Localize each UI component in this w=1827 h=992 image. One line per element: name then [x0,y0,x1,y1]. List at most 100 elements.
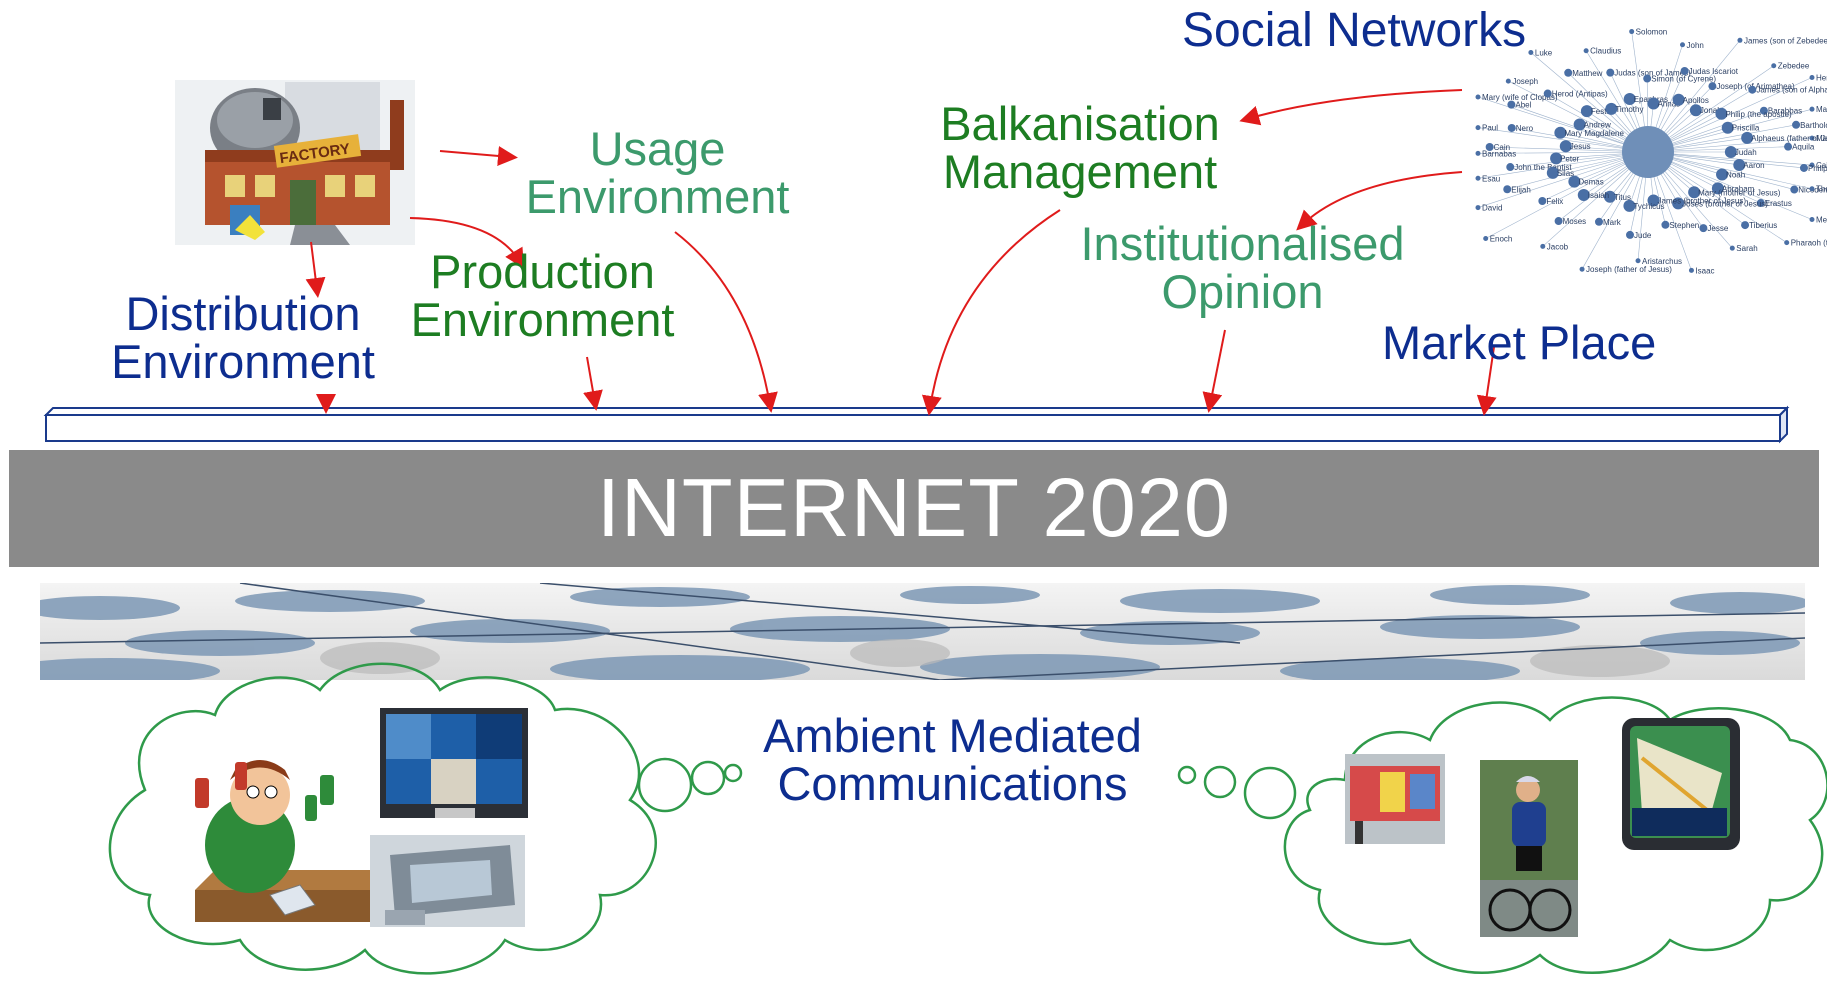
graph-node [1688,267,1694,273]
arrow-institutional [1202,329,1226,413]
ambient-line-2: Communications [777,756,1128,810]
graph-node [1528,49,1534,55]
graph-node-label: Mark [1603,218,1622,227]
graph-node [1792,120,1801,129]
graph-node-label: Jesus [1570,142,1591,151]
graph-node-label: Zebedee [1778,62,1810,71]
graph-node [1564,68,1573,77]
graph-node [1809,74,1815,80]
graph-node-label: Abraham [1722,184,1755,193]
graph-node-label: Bartholomew [1800,121,1827,130]
graph-node-label: Philip (the evangelist) [1808,164,1827,173]
graph-node [1809,106,1815,112]
graph-node [1643,74,1652,83]
graph-edge [1647,151,1813,190]
graph-edge [1477,151,1649,179]
label-balkanisation-management: Balkanisation Management [915,100,1245,196]
graph-node-label: Priscilla [1732,124,1760,133]
graph-node-label: Titus [1614,193,1631,202]
graph-node-label: John [1687,41,1704,50]
graph-node-label: Festus [1591,107,1615,116]
arrow-production-bottom [583,356,603,411]
graph-node [1623,92,1636,105]
internet-2020-banner: INTERNET 2020 [9,450,1819,567]
graph-edge [1477,151,1649,154]
graph-node-label: Joseph (father of Jesus) [1586,265,1672,274]
graph-node [1672,93,1685,106]
graph-node-label: Herod (Antipas) [1552,90,1608,99]
graph-node [1733,158,1746,171]
graph-edge [1477,127,1649,153]
graph-node-label: Herodias [1816,73,1827,82]
graph-node [1661,220,1670,229]
graph-edge [1485,151,1649,239]
graph-node-label: Isaac [1695,266,1714,275]
graph-node [1603,190,1616,203]
graph-node-label: Judah [1735,148,1757,157]
graph-node [1550,152,1563,165]
graph-node-label: Martha [1816,105,1827,114]
arrow-market [1476,346,1497,416]
graph-edge [1647,151,1787,243]
graph-node [1505,78,1511,84]
graph-node-label: Philip (the apostle) [1725,110,1792,119]
graph-node [1647,194,1660,207]
graph-node-label: Jude [1634,231,1652,240]
graph-node [1475,150,1481,156]
ambient-line-1: Ambient Mediated [763,709,1142,762]
graph-node [1799,163,1808,172]
production-line-1: Production [430,245,655,298]
graph-node-label: Sarah [1736,244,1757,253]
graph-node [1483,235,1489,241]
graph-node-label: Joses (brother of Jesus) [1682,199,1768,208]
graph-node [1538,197,1547,206]
label-institutionalised-opinion: Institutionalised Opinion [1055,220,1430,316]
graph-node [1583,48,1589,54]
arrow-usage-left [439,146,518,166]
graph-node-label: Abel [1515,101,1531,110]
distribution-line-1: Distribution [125,287,361,340]
graph-node [1716,168,1729,181]
arrow-institutional-social [1296,171,1463,231]
graph-node-label: Claudius [1590,47,1621,56]
graph-node [1559,140,1572,153]
graph-node [1699,224,1708,233]
graph-node [1748,85,1757,94]
graph-node-label: James (son of Zebedee) [1744,36,1827,45]
graph-node-label: Joseph (of Arimathea) [1716,82,1795,91]
graph-node-label: Solomon [1636,28,1668,37]
graph-node [1647,97,1660,110]
graph-node [1506,163,1515,172]
label-market-place: Market Place [1382,316,1657,369]
balkanisation-line-1: Balkanisation [940,97,1220,150]
graph-node-label: Aquila [1792,143,1815,152]
graph-node [1680,42,1686,48]
graph-node [1756,199,1765,208]
graph-node [1809,217,1815,223]
graph-node-label: Erastus [1765,199,1792,208]
graph-node [1594,217,1603,226]
graph-edge [1477,96,1649,153]
graph-node [1573,118,1586,131]
institutionalised-line-2: Opinion [1161,264,1324,318]
graph-edge [1508,80,1649,153]
graph-edge [1647,151,1813,166]
graph-node-label: Jacob [1547,242,1569,251]
network-grid-image [40,583,1805,680]
graph-node-label: Alphaeus (father of James) [1751,134,1827,143]
graph-node-label: Luke [1535,48,1553,57]
graph-node-label: Jesse [1707,224,1728,233]
graph-node [1507,123,1516,132]
graph-node [1475,94,1481,100]
graph-node [1809,186,1815,192]
graph-node-label: Felix [1546,197,1563,206]
graph-node-label: Elijah [1511,185,1531,194]
graph-node-label: Mary (of Bethany) [1816,134,1827,143]
graph-node-label: Judas Iscariot [1689,67,1739,76]
